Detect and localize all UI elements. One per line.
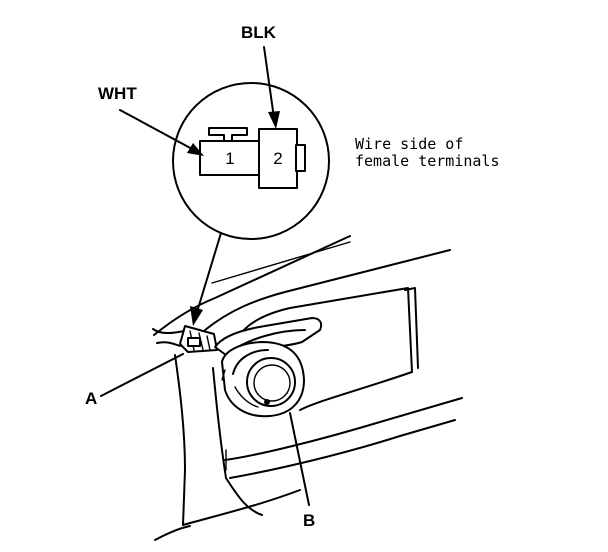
callout-a-label: A (85, 389, 97, 408)
terminal-note-line-1: Wire side of (355, 135, 463, 153)
terminal-note-line-2: female terminals (355, 152, 500, 170)
callout-b-label: B (303, 511, 315, 530)
connector-detail-view: 1 2 (172, 82, 330, 240)
blk-leader-line (263, 46, 275, 119)
detail-pointer-arrowhead (190, 306, 203, 326)
blk-arrowhead (268, 111, 280, 129)
vehicle-panel (153, 235, 463, 541)
callout-a-leader (100, 353, 184, 397)
terminal-1-cavity (199, 140, 263, 176)
power-socket-b (214, 317, 323, 418)
detail-pointer-line (196, 232, 222, 313)
pin-2-number: 2 (273, 149, 282, 168)
connector-side-latch (295, 144, 306, 172)
connector-a (152, 325, 218, 353)
blk-wire-label: BLK (241, 23, 277, 42)
terminal-2-cavity (258, 128, 298, 189)
callout-b-leader (289, 412, 310, 506)
wht-leader-line (119, 109, 195, 151)
wht-wire-label: WHT (98, 84, 137, 103)
pin-1-number: 1 (225, 149, 234, 168)
wht-arrowhead (187, 143, 204, 156)
